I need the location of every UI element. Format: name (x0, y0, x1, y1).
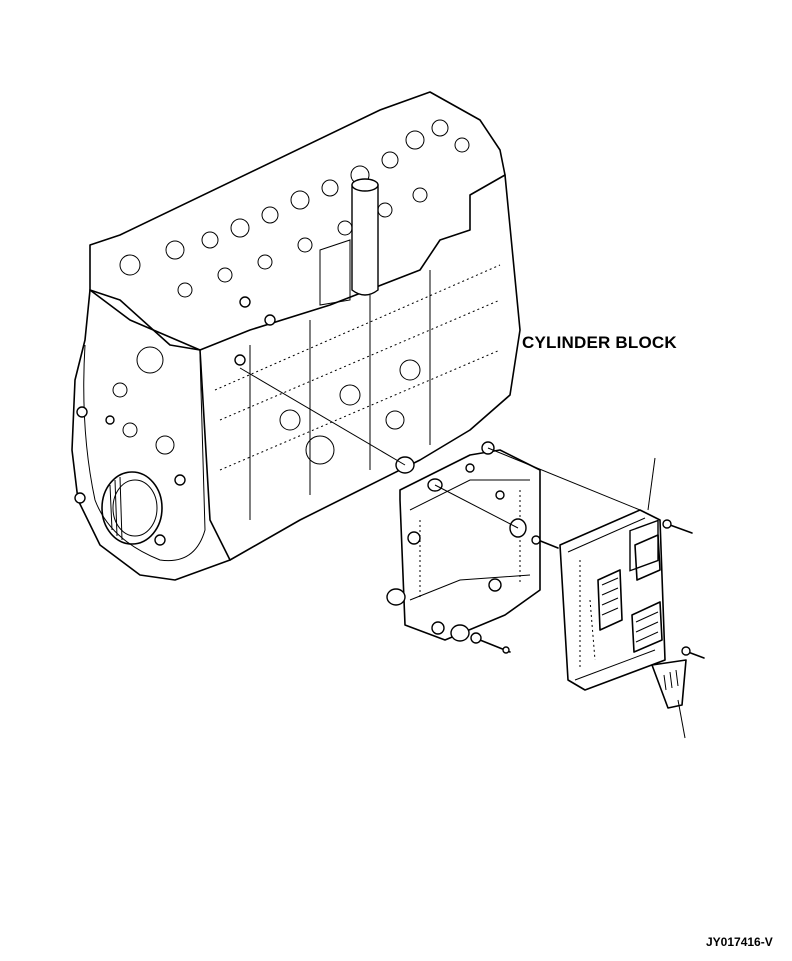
rubber-spacers (386, 456, 527, 642)
crankshaft-seal (101, 471, 163, 545)
figure-id-label: JY017416-V (706, 935, 773, 949)
cylinder-block-drawing (71, 91, 521, 581)
mounting-bolts (470, 519, 705, 659)
assembly-lines (239, 367, 686, 739)
block-bolts (74, 296, 276, 546)
cylinder-block-label: CYLINDER BLOCK (522, 333, 677, 352)
engine-controller-unit (559, 509, 687, 709)
ecu-connectors (597, 519, 663, 653)
mounting-bracket (399, 441, 541, 641)
